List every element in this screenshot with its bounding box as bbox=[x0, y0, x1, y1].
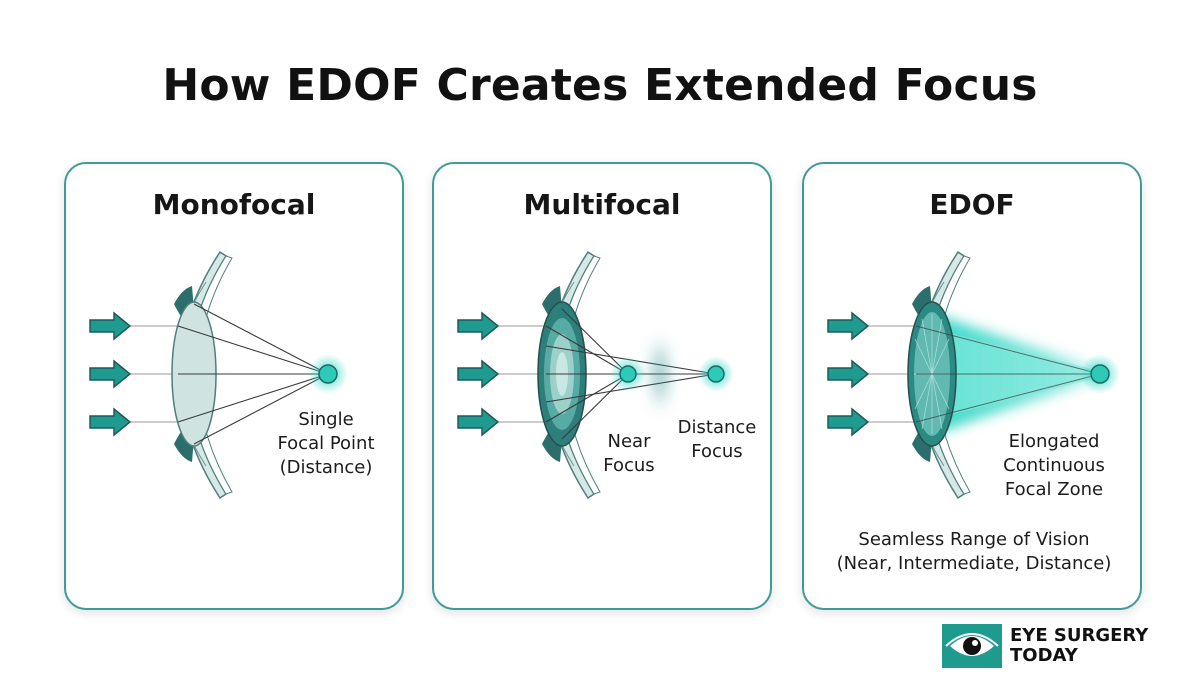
edof-zone-label: Elongated Continuous Focal Zone bbox=[1003, 431, 1105, 500]
brand-logo: EYE SURGERY TODAY bbox=[942, 624, 1162, 668]
eye-cross-section-icon bbox=[537, 250, 601, 500]
monofocal-title: Monofocal bbox=[152, 188, 316, 221]
multifocal-title: Multifocal bbox=[523, 188, 681, 221]
monofocal-focal-label: Single Focal Point (Distance) bbox=[277, 409, 375, 478]
multifocal-panel: Multifocal bbox=[432, 162, 772, 610]
edof-panel: EDOF bbox=[802, 162, 1142, 610]
near-focal-point-icon bbox=[619, 365, 637, 383]
edof-diagram bbox=[827, 250, 1120, 500]
eye-icon bbox=[945, 633, 999, 656]
edof-range-label: Seamless Range of Vision (Near, Intermed… bbox=[836, 529, 1112, 574]
multifocal-diagram bbox=[457, 250, 734, 500]
brand-name: EYE SURGERY TODAY bbox=[1010, 625, 1149, 666]
monofocal-diagram bbox=[89, 250, 348, 500]
near-focus-label: Near Focus bbox=[603, 431, 655, 476]
extended-focal-point-icon bbox=[1090, 364, 1110, 384]
page-title: How EDOF Creates Extended Focus bbox=[162, 60, 1038, 111]
arrow-icon bbox=[457, 311, 500, 437]
distance-focal-point-icon bbox=[707, 365, 725, 383]
eye-cross-section-icon bbox=[171, 250, 233, 500]
monofocal-panel: Monofocal bbox=[64, 162, 404, 610]
distance-focus-label: Distance Focus bbox=[677, 417, 757, 462]
arrow-icon bbox=[89, 311, 132, 437]
edof-title: EDOF bbox=[929, 188, 1015, 221]
arrow-icon bbox=[827, 311, 870, 437]
brand-icon-box bbox=[942, 624, 1002, 668]
focal-point-icon bbox=[318, 364, 338, 384]
